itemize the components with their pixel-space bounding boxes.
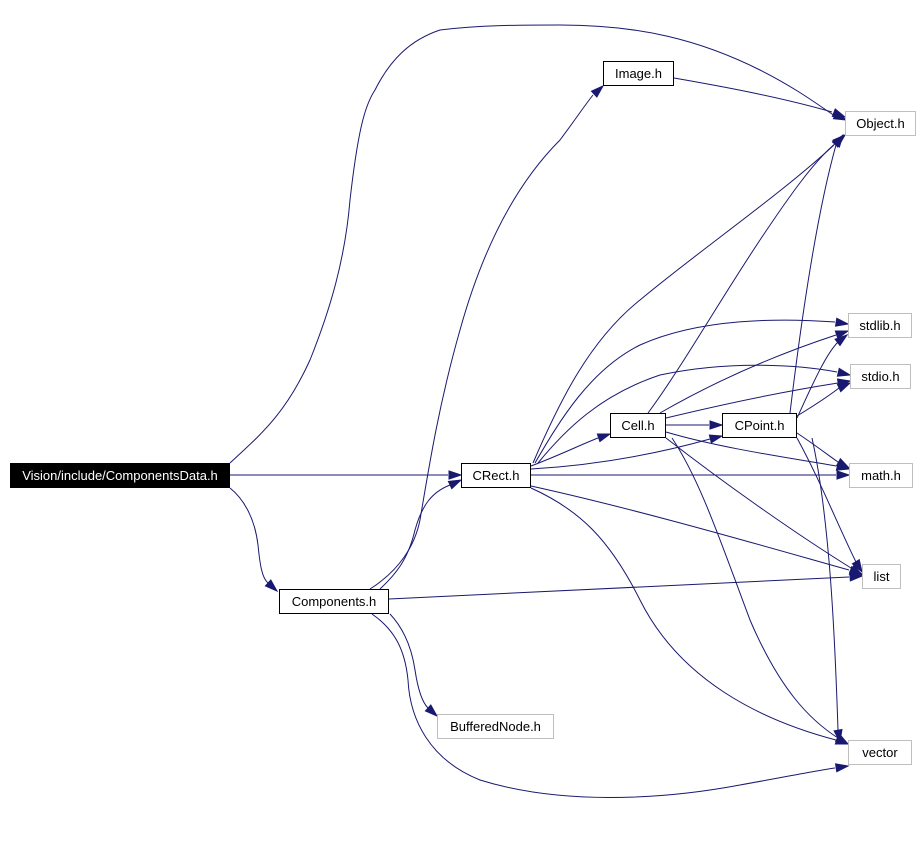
node-componentsdata-h: Vision/include/ComponentsData.h xyxy=(10,463,230,488)
edge-cell-to-vector xyxy=(671,437,839,739)
edge-image-to-object xyxy=(673,77,833,113)
arrowhead-cpoint-to-stdlib xyxy=(834,334,849,347)
edge-crect-to-list xyxy=(530,485,850,571)
edge-components-to-vector xyxy=(371,613,836,798)
arrowhead-crect-to-stdlib xyxy=(834,317,850,327)
node-stdlib-h: stdlib.h xyxy=(848,313,912,338)
node-list: list xyxy=(862,564,901,589)
node-stdio-h: stdio.h xyxy=(850,364,911,389)
arrowhead-cpoint-to-list xyxy=(851,558,863,574)
edge-root-to-object xyxy=(229,24,839,464)
edge-components-to-list xyxy=(388,576,850,600)
node-vector: vector xyxy=(848,740,912,765)
dependency-edges xyxy=(229,24,864,798)
edge-crect-to-vector xyxy=(530,487,837,741)
arrowhead-components-to-crect xyxy=(447,479,463,490)
arrowhead-crect-to-cell xyxy=(596,433,612,443)
edge-components-to-image xyxy=(369,94,594,590)
edge-cpoint-to-list xyxy=(796,437,857,563)
arrowhead-components-to-image xyxy=(590,84,605,98)
edge-cell-to-list xyxy=(665,437,852,569)
node-object-h: Object.h xyxy=(845,111,916,136)
node-components-h[interactable]: Components.h xyxy=(279,589,389,614)
arrowhead-root-to-components xyxy=(264,579,279,593)
arrowhead-cpoint-to-stdio xyxy=(836,382,852,393)
edge-components-to-buffered_node xyxy=(389,613,429,709)
edge-crect-to-cell xyxy=(530,437,599,467)
arrowhead-crect-to-cpoint xyxy=(708,434,724,444)
edge-root-to-components xyxy=(229,487,269,584)
edge-cell-to-math xyxy=(665,431,837,467)
arrowhead-cpoint-to-math xyxy=(835,457,851,469)
edge-cpoint-to-math xyxy=(796,432,839,463)
node-math-h: math.h xyxy=(849,463,913,488)
arrowhead-crect-to-stdio xyxy=(836,367,852,377)
edge-cell-to-object xyxy=(647,142,837,414)
arrowhead-cell-to-list xyxy=(848,564,864,576)
node-crect-h[interactable]: CRect.h xyxy=(461,463,531,488)
edge-crect-to-stdlib xyxy=(534,319,836,464)
arrowhead-cell-to-stdlib xyxy=(834,330,850,340)
edge-crect-to-cpoint xyxy=(530,438,711,470)
edge-crect-to-object xyxy=(532,144,835,464)
arrowhead-cpoint-to-object xyxy=(831,133,844,148)
arrowhead-image-to-object xyxy=(831,108,847,118)
arrowhead-crect-to-math xyxy=(836,470,851,480)
node-cell-h[interactable]: Cell.h xyxy=(610,413,666,438)
arrowhead-cell-to-cpoint xyxy=(709,420,724,430)
arrowhead-cpoint-to-vector xyxy=(833,728,843,744)
edge-cell-to-stdlib xyxy=(659,334,837,414)
edge-cpoint-to-vector xyxy=(811,437,839,731)
edge-cell-to-stdio xyxy=(665,382,839,419)
node-bufferednode-h: BufferedNode.h xyxy=(437,714,554,739)
node-image-h[interactable]: Image.h xyxy=(603,61,674,86)
arrowhead-components-to-vector xyxy=(834,763,850,773)
edge-cpoint-to-stdlib xyxy=(796,341,839,419)
arrowhead-root-to-crect xyxy=(448,470,463,480)
edge-cpoint-to-object xyxy=(789,144,837,414)
edge-cpoint-to-stdio xyxy=(796,387,840,417)
edge-components-to-crect xyxy=(379,484,451,590)
arrowhead-components-to-buffered_node xyxy=(424,704,439,718)
node-cpoint-h[interactable]: CPoint.h xyxy=(722,413,797,438)
